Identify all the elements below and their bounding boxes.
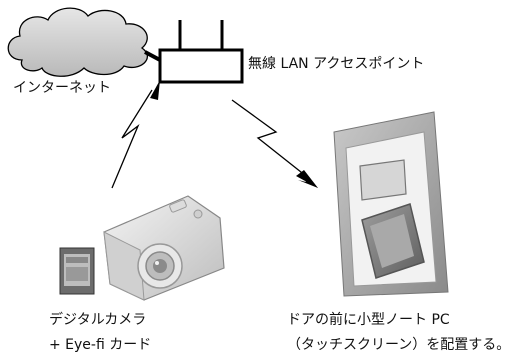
camera-label: デジタルカメラ [49,312,147,328]
wireless-link-arrow-camera [111,80,160,189]
access-point-label: 無線 LAN アクセスポイント [248,56,425,72]
wireless-link-arrow-pc [231,99,318,188]
cloud-icon [7,7,148,77]
pc-label-line2: （タッチスクリーン）を配置する。 [287,337,511,353]
eyefi-card-label: + Eye-fi カード [49,337,152,353]
digital-camera-icon [103,195,225,301]
sd-card-icon [59,247,95,295]
wireless-router-icon [158,20,244,84]
touchscreen-on-door-icon [333,111,449,297]
internet-label: インターネット [13,80,111,96]
pc-label-line1: ドアの前に小型ノート PC [287,312,450,328]
cloud-router-link [144,50,161,62]
